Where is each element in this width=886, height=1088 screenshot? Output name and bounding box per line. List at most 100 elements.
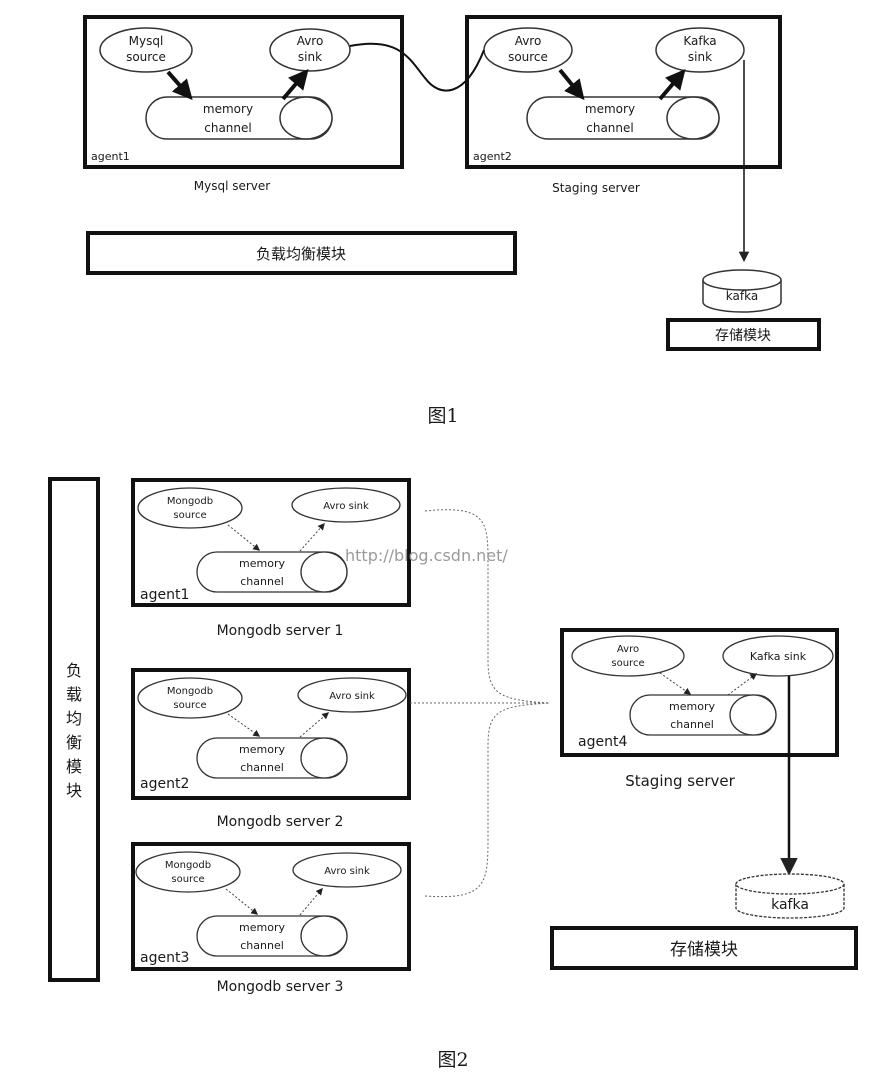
avro-source-label-2: source [508,50,548,64]
load-balance-char-2: 载 [66,685,82,704]
avro-source-label-2: source [611,658,644,669]
kafka-cylinder [702,269,782,313]
agent-label: agent2 [140,776,189,792]
avro-source-label-1: Avro [515,34,542,48]
load-balance-char-1: 负 [66,661,82,680]
memory-channel-label-2: channel [240,761,284,774]
source-to-channel-arrow [166,70,193,101]
avro-source-label-1: Avro [617,644,639,655]
avro-sink-label-2: sink [298,50,322,64]
memory-channel-label-1: memory [203,102,253,116]
mongodb-source-label-1: Mongodb [165,860,211,871]
mysql-source-label-2: source [126,50,166,64]
agent1-label: agent1 [91,150,130,163]
source-to-channel-arrow [227,524,261,551]
load-balance-char-6: 块 [66,781,82,800]
kafka-sink-node [655,27,745,73]
memory-channel-label-2: channel [240,575,284,588]
memory-channel-end [729,694,777,736]
agent2-box [465,15,782,169]
load-balance-label: 负载均衡模块 [256,245,346,263]
kafka-label: kafka [726,289,758,303]
load-balance-char-3: 均 [66,709,82,728]
avro-sink-label-1: Avro [297,34,324,48]
kafka-sink-node [722,635,834,677]
storage-module [666,318,821,351]
mongodb-source-label-1: Mongodb [167,496,213,507]
avro-link-curve [349,42,485,92]
mongodb-source-label-2: source [173,510,206,521]
converging-connector [410,509,551,898]
memory-channel-2-label-1: memory [585,102,635,116]
avro-sink-node [269,28,351,72]
memory-channel-label-2: channel [204,121,251,135]
avro-sink-node [291,487,401,523]
avro-sink-label: Avro sink [329,691,375,702]
figure-1-caption: 图1 [427,405,458,427]
staging-agent-4: Avro source Kafka sink memory channel ag… [560,628,839,757]
storage-label: 存储模块 [670,940,738,960]
source-to-channel-arrow [227,713,261,737]
memory-channel-end [300,737,348,779]
memory-channel-end-2 [666,96,720,140]
mongodb-server-2-label: Mongodb server 2 [217,814,344,830]
memory-channel-label-1: memory [239,743,285,756]
avro-sink-node [297,677,407,713]
mongodb-server-1-label: Mongodb server 1 [217,623,344,639]
storage-module [550,926,858,970]
watermark-text: http://blog.csdn.net/ [345,546,508,565]
load-balance-module [86,231,517,275]
figure-1: Mysql source Avro sink memory channel ag… [83,15,821,427]
mongodb-source-label-2: source [173,700,206,711]
agent1-box [83,15,404,169]
mysql-source-node [99,27,193,73]
source-to-channel-arrow [659,672,692,695]
channel-to-sink-arrow [281,68,309,101]
avro-source-node [571,635,685,677]
mysql-source-label-1: Mysql [129,34,164,48]
storage-label: 存储模块 [715,328,771,344]
mongodb-agent-2: Mongodb source Avro sink memory channel … [131,668,411,800]
memory-channel-label-1: memory [669,700,715,713]
channel-to-sink-arrow-2 [658,68,686,101]
staging-server-label: Staging server [552,181,640,195]
agent-label: agent3 [140,950,189,966]
agent-label: agent1 [140,587,189,603]
channel-to-sink-arrow [299,712,330,738]
kafka-sink-label-1: Kafka [683,34,716,48]
memory-channel-label-2: channel [670,718,714,731]
memory-channel-end [279,96,333,140]
staging-server-label: Staging server [625,772,735,790]
load-balance-module-vertical [48,477,100,982]
kafka-cylinder [735,873,845,919]
channel-to-sink-arrow [727,673,758,696]
avro-sink-label: Avro sink [323,501,369,512]
memory-channel-end [300,915,348,957]
load-balance-char-5: 模 [66,757,82,776]
mongodb-source-node [135,851,241,893]
memory-channel-label-2: channel [240,939,284,952]
memory-channel-label-1: memory [239,921,285,934]
mongodb-source-node [137,677,243,719]
mongodb-agent-3: Mongodb source Avro sink memory channel … [131,842,411,971]
memory-channel-label-1: memory [239,557,285,570]
mongodb-source-label-1: Mongodb [167,686,213,697]
figure-2-caption: 图2 [437,1049,468,1071]
mongodb-agent-1: Mongodb source Avro sink memory channel … [131,478,411,607]
kafka-sink-label-2: sink [688,50,712,64]
mongodb-source-label-2: source [171,874,204,885]
avro-sink-label: Avro sink [324,866,370,877]
memory-channel-2-label-2: channel [586,121,633,135]
agent-label: agent4 [578,734,627,750]
channel-to-sink-arrow [299,522,325,552]
kafka-label: kafka [771,897,809,913]
memory-channel-end [300,551,348,593]
figure-2: 负 载 均 衡 模 块 Mongodb source Avro sink mem… [48,477,858,1071]
avro-sink-node [292,852,402,888]
kafka-sink-label: Kafka sink [750,650,807,663]
agent2-label: agent2 [473,150,512,163]
mysql-server-label: Mysql server [194,179,271,193]
mongodb-source-node [137,487,243,529]
load-balance-char-4: 衡 [66,733,82,752]
